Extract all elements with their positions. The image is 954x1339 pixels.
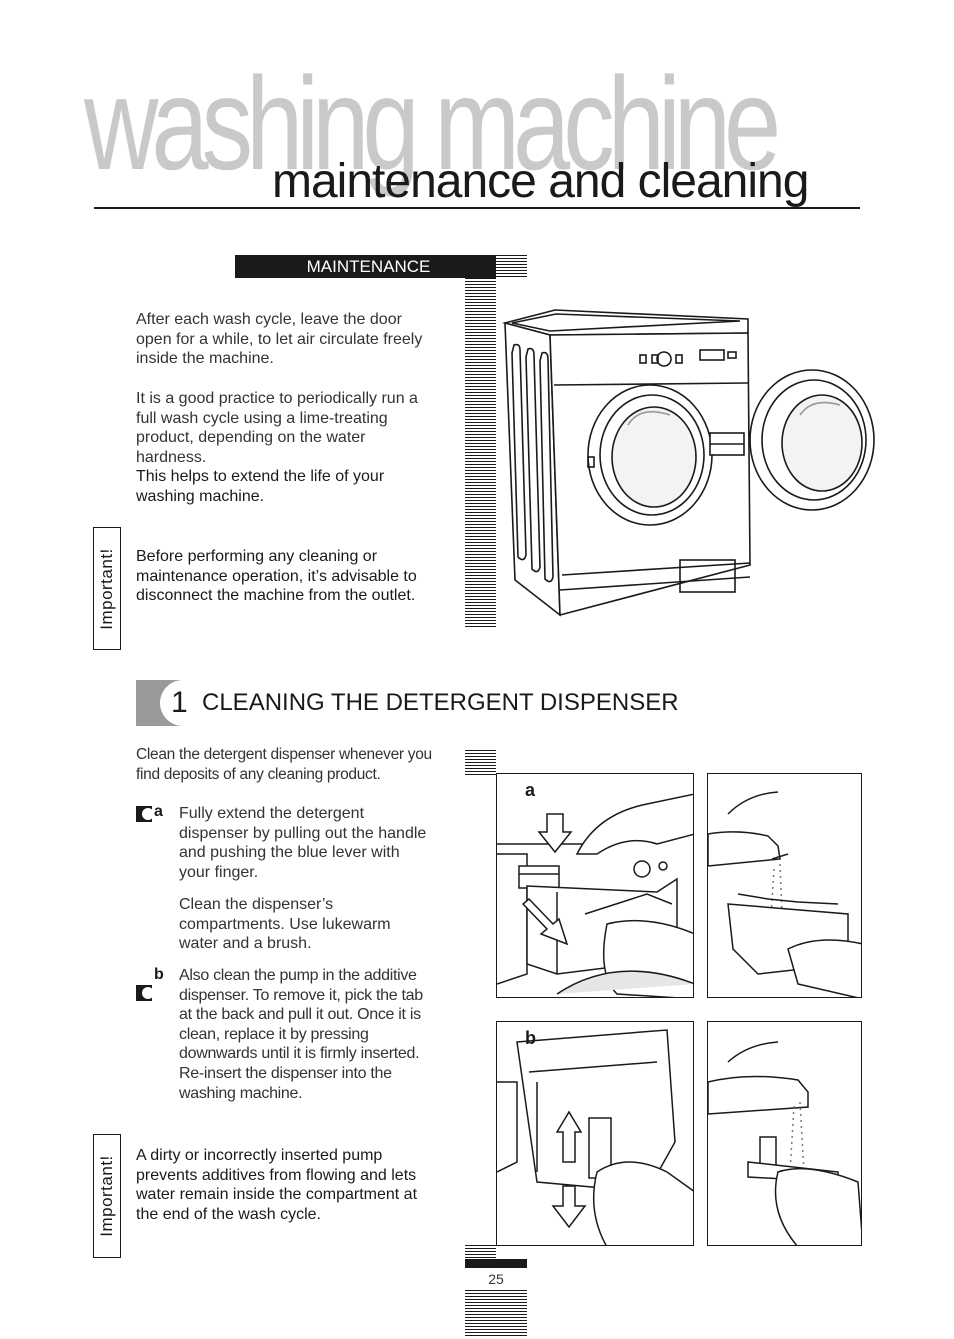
heading-tab-cutout bbox=[160, 680, 204, 726]
figure-a-rinse-dispenser bbox=[707, 773, 862, 998]
step-b-text: Also clean the pump in the additive disp… bbox=[179, 967, 423, 1102]
maintenance-paragraph-1: After each wash cycle, leave the door op… bbox=[136, 311, 423, 368]
heading-number: 1 bbox=[171, 686, 188, 719]
step-a-letter: a bbox=[154, 803, 163, 820]
step-b-letter: b bbox=[154, 966, 164, 983]
figure-b-remove-pump: b bbox=[496, 1021, 694, 1246]
heading-cleaning-dispenser: CLEANING THE DETERGENT DISPENSER bbox=[202, 689, 679, 716]
decorative-stripes bbox=[465, 1290, 527, 1338]
step-a-text-2: Clean the dispenser’s compartments. Use … bbox=[179, 896, 391, 953]
page-title: maintenance and cleaning bbox=[272, 155, 809, 208]
dispenser-intro: Clean the detergent dispenser whenever y… bbox=[136, 746, 432, 783]
figure-b-label: b bbox=[525, 1028, 536, 1048]
maintenance-paragraph-3: This helps to extend the life of your wa… bbox=[136, 468, 385, 505]
important-label: Important! bbox=[93, 1134, 121, 1258]
maintenance-paragraph-2: It is a good practice to periodically ru… bbox=[136, 390, 418, 466]
decorative-stripes bbox=[465, 750, 496, 775]
important-note-dispenser: A dirty or incorrectly inserted pump pre… bbox=[136, 1147, 418, 1223]
figure-b-rinse-pump bbox=[707, 1021, 862, 1246]
step-a-text-1: Fully extend the detergent dispenser by … bbox=[179, 805, 427, 881]
important-note-maintenance: Before performing any cleaning or mainte… bbox=[136, 548, 417, 605]
figure-a-pull-dispenser: a bbox=[496, 773, 694, 998]
important-label-text: Important! bbox=[97, 547, 117, 630]
washing-machine-illustration bbox=[500, 305, 880, 625]
decorative-stripes bbox=[465, 278, 496, 628]
page-number-bar bbox=[465, 1259, 527, 1268]
decorative-stripes bbox=[496, 255, 527, 278]
important-label-text: Important! bbox=[97, 1155, 117, 1237]
title-underline bbox=[94, 207, 860, 209]
background-title: washing machine bbox=[84, 50, 781, 197]
important-label: Important! bbox=[93, 527, 121, 650]
step-marker-icon bbox=[136, 806, 154, 822]
step-marker-icon bbox=[136, 985, 154, 1001]
page-number: 25 bbox=[488, 1271, 504, 1287]
figure-a-label: a bbox=[525, 780, 536, 800]
section-header-maintenance: MAINTENANCE bbox=[235, 255, 496, 278]
decorative-stripes bbox=[465, 1245, 496, 1259]
